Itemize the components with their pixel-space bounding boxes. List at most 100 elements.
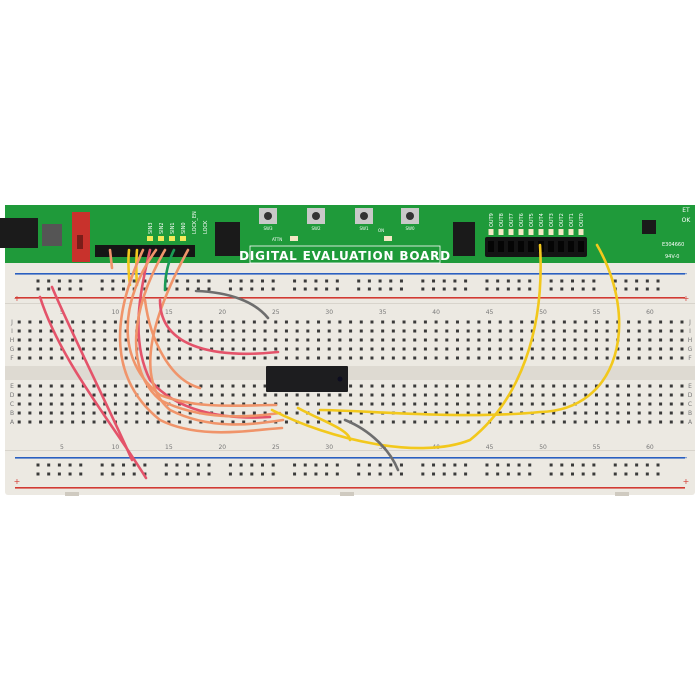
hole — [188, 320, 192, 324]
button-cap — [406, 212, 414, 220]
hole — [113, 393, 117, 397]
hole — [124, 393, 128, 397]
output-led — [528, 229, 534, 235]
hole — [455, 338, 459, 342]
hole — [28, 338, 32, 342]
hole — [263, 347, 267, 351]
hole — [669, 329, 673, 333]
hole — [156, 329, 160, 333]
hole — [145, 402, 149, 406]
dip-ic-chip — [266, 366, 348, 392]
hole — [509, 402, 513, 406]
rail-hole — [656, 472, 660, 476]
title-frame — [249, 245, 441, 264]
hole — [242, 411, 246, 415]
hole — [49, 329, 53, 333]
hole — [391, 347, 395, 351]
rail-hole — [325, 472, 329, 476]
rail-hole — [624, 463, 628, 467]
hole — [605, 356, 609, 360]
hole — [49, 384, 53, 388]
hole — [659, 393, 663, 397]
jumper-wire — [38, 295, 148, 480]
column-number-top: 30 — [325, 309, 333, 316]
output-label: OUT1 — [569, 213, 575, 227]
hole — [605, 384, 609, 388]
hole — [530, 329, 534, 333]
hole — [359, 393, 363, 397]
hole — [541, 384, 545, 388]
row-letter-left: J — [10, 319, 13, 326]
hole — [263, 329, 267, 333]
chip-pin1-dot — [337, 376, 343, 382]
hole — [252, 393, 256, 397]
rail-line-blue-top — [15, 273, 685, 275]
hole — [413, 384, 417, 388]
output-socket — [578, 241, 584, 252]
hole — [455, 411, 459, 415]
hole — [466, 320, 470, 324]
hole — [509, 393, 513, 397]
hole — [210, 347, 214, 351]
hole — [295, 393, 299, 397]
hole — [530, 402, 534, 406]
hole — [413, 393, 417, 397]
hole — [530, 320, 534, 324]
hole — [381, 420, 385, 424]
hole — [210, 320, 214, 324]
column-number-bottom: 15 — [165, 444, 173, 451]
jumper-wire — [50, 285, 134, 462]
rail-hole — [57, 463, 61, 467]
hole — [71, 393, 75, 397]
hole — [562, 384, 566, 388]
hole — [455, 320, 459, 324]
hole — [680, 411, 684, 415]
rail-hole — [549, 472, 553, 476]
switch-lever[interactable] — [77, 235, 83, 249]
rail-hole — [303, 279, 307, 283]
input-led — [169, 236, 175, 241]
jumper-wire — [194, 289, 270, 320]
row-letter-left: B — [10, 410, 14, 417]
hole — [306, 338, 310, 342]
hole — [573, 420, 577, 424]
hole — [477, 338, 481, 342]
hole — [178, 320, 182, 324]
hole — [498, 356, 502, 360]
hole — [135, 384, 139, 388]
input-led — [158, 236, 164, 241]
hole — [338, 329, 342, 333]
hole — [391, 384, 395, 388]
rail-hole — [100, 279, 104, 283]
rail-hole — [260, 279, 264, 283]
hole — [242, 384, 246, 388]
rail-hole — [293, 463, 297, 467]
rail-hole — [335, 279, 339, 283]
hole — [391, 338, 395, 342]
hole — [584, 356, 588, 360]
hole — [648, 320, 652, 324]
column-number-bottom: 45 — [486, 444, 494, 451]
hole — [71, 384, 75, 388]
rail-hole — [143, 463, 147, 467]
hole — [594, 420, 598, 424]
hole — [349, 384, 353, 388]
hole — [145, 420, 149, 424]
hole — [17, 320, 21, 324]
row-letter-left: G — [10, 346, 15, 353]
rail-hole — [442, 287, 446, 291]
column-number-bottom: 30 — [325, 444, 333, 451]
input-header[interactable] — [95, 245, 195, 257]
row-letter-right: E — [688, 383, 692, 390]
jumper-wire — [343, 418, 400, 472]
rail-hole — [79, 287, 83, 291]
hole — [381, 329, 385, 333]
hole — [220, 411, 224, 415]
rail-hole — [496, 287, 500, 291]
rail-hole — [592, 472, 596, 476]
rail-hole — [100, 472, 104, 476]
hole — [199, 320, 203, 324]
rail-hole — [186, 472, 190, 476]
hole — [370, 420, 374, 424]
hole — [17, 338, 21, 342]
